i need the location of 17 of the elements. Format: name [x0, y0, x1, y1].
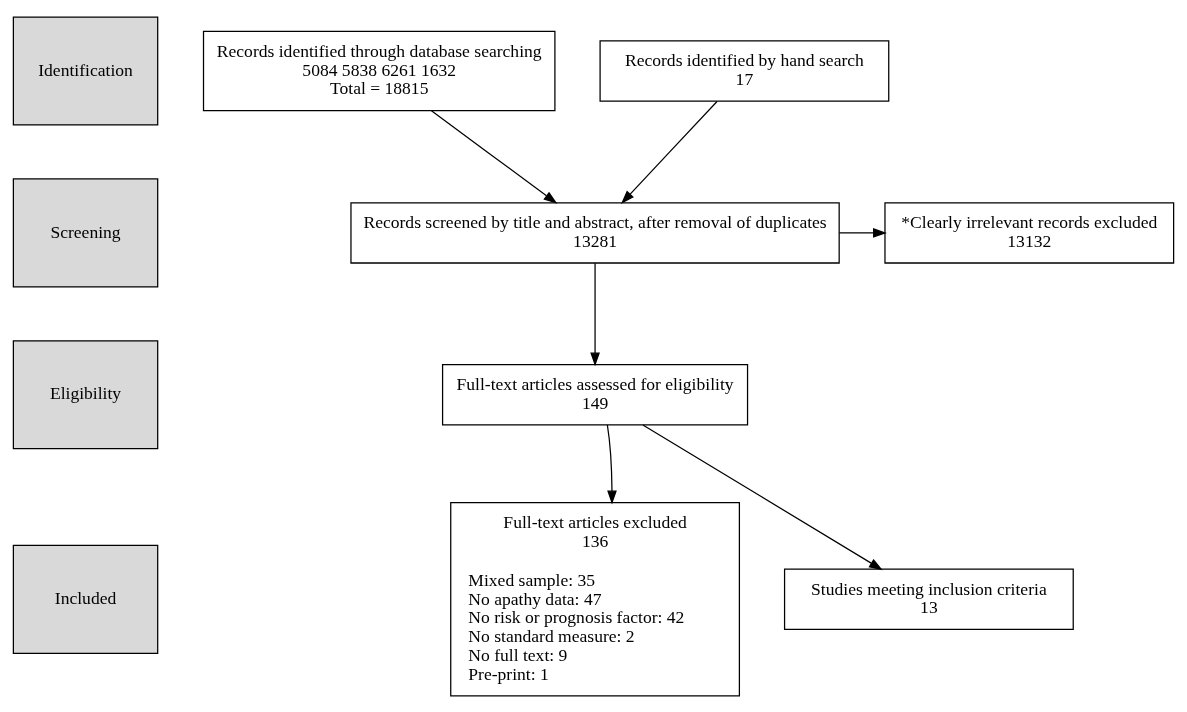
node-box: Records identified through database searching 5084 5838 6261 1632 Total = 18815	[202, 30, 556, 111]
node-box: Full-text articles assessed for eligibility 149	[441, 363, 749, 426]
node-box: Identification	[12, 15, 159, 126]
node-box: Full-text articles excluded 136 Mixed sample: 35 No apathy data: 47 No risk or prognosis factor: 42 No standard measure: 2 No full text: 9 Pre-print: 1	[450, 501, 740, 697]
node-box: Records identified by hand search 17	[599, 39, 890, 102]
node-box: Records screened by title and abstract, after removal of duplicates 13281	[350, 201, 840, 264]
arrow	[642, 423, 883, 570]
arrow	[838, 227, 887, 238]
node-box: Eligibility	[12, 339, 159, 449]
node-box: Screening	[12, 177, 159, 287]
arrow	[430, 109, 558, 204]
node-box: Studies meeting inclusion criteria 13	[783, 568, 1074, 630]
arrow	[590, 262, 600, 366]
arrow	[621, 100, 718, 204]
arrow	[606, 423, 617, 504]
node-box: Included	[12, 544, 159, 654]
node-box: *Clearly irrelevant records excluded 13132	[884, 201, 1175, 264]
